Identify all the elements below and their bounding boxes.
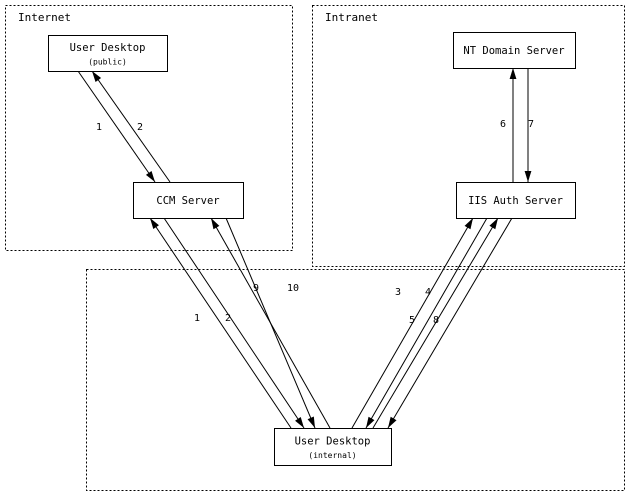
arrow-head-icon-edge-10 — [307, 416, 315, 428]
edge-line-edge-4 — [365, 217, 488, 429]
node-iis-auth-server[interactable]: IIS Auth Server — [456, 182, 576, 219]
edge-edge-1-internal — [149, 217, 292, 429]
zone-internet: Internet — [5, 5, 293, 251]
edge-label-edge-2-internal: 2 — [225, 313, 231, 324]
diagram-nodes: User Desktop (public) CCM Server NT Domain … — [48, 32, 576, 466]
edge-label-edge-9: 9 — [253, 283, 259, 294]
node-ccm-server[interactable]: CCM Server — [133, 182, 244, 219]
zone-intranet: Intranet — [312, 5, 625, 267]
edge-edge-4 — [365, 217, 488, 429]
edge-edge-5 — [372, 217, 499, 429]
zone-border-intranet — [312, 5, 625, 267]
node-box-iis-auth-server[interactable] — [456, 182, 576, 219]
node-nt-domain-server[interactable]: NT Domain Server — [453, 32, 576, 69]
edge-edge-8 — [387, 217, 513, 429]
arrow-head-icon-edge-4 — [366, 416, 375, 428]
edge-line-edge-1-internal — [149, 217, 292, 429]
edge-line-edge-5 — [372, 217, 499, 429]
zone-border-internet — [5, 5, 293, 251]
edge-line-edge-10 — [225, 217, 316, 429]
edge-label-edge-5: 5 — [409, 315, 415, 326]
edge-line-edge-2-public — [91, 70, 171, 183]
arrow-head-icon-edge-2-public — [92, 71, 102, 82]
zone-border-internal-network — [86, 269, 625, 491]
edge-line-edge-2-internal — [163, 217, 305, 429]
node-user-desktop-internal[interactable]: User Desktop (internal) — [274, 428, 392, 466]
arrow-head-icon-edge-7 — [524, 171, 532, 182]
node-box-user-desktop-public[interactable] — [48, 35, 168, 72]
zone-label-internet: Internet — [18, 11, 71, 24]
edge-edge-6 — [509, 68, 517, 182]
edge-edge-2-internal — [163, 217, 305, 429]
node-label-ccm-server: CCM Server — [156, 195, 219, 207]
node-box-user-desktop-internal[interactable] — [274, 428, 392, 466]
edge-line-edge-3 — [351, 217, 474, 429]
arrow-head-icon-edge-6 — [509, 68, 517, 79]
edge-label-edge-4: 4 — [425, 287, 431, 298]
edge-label-edge-1-internal: 1 — [194, 313, 200, 324]
edge-edge-10 — [225, 217, 316, 429]
edge-line-edge-8 — [387, 217, 513, 429]
edge-edge-1-public — [77, 70, 156, 183]
node-sublabel-user-desktop-internal: (internal) — [308, 451, 356, 460]
node-label-user-desktop-public: User Desktop — [70, 42, 146, 54]
node-box-ccm-server[interactable] — [133, 182, 244, 219]
edge-label-edge-7: 7 — [528, 119, 534, 130]
edge-label-edge-1-public: 1 — [96, 122, 102, 133]
node-user-desktop-public[interactable]: User Desktop (public) — [48, 35, 168, 72]
node-label-user-desktop-internal: User Desktop — [295, 436, 371, 448]
edge-edge-7 — [524, 68, 532, 182]
edge-label-edge-3: 3 — [395, 287, 401, 298]
edge-edge-2-public — [91, 70, 171, 183]
node-sublabel-user-desktop-public: (public) — [88, 58, 127, 67]
edge-label-edge-2-public: 2 — [137, 122, 143, 133]
node-label-iis-auth-server: IIS Auth Server — [468, 195, 563, 207]
arrow-head-icon-edge-3 — [464, 218, 473, 230]
arrow-head-icon-edge-1-public — [145, 171, 155, 182]
arrow-head-icon-edge-9 — [211, 218, 220, 230]
arrow-head-icon-edge-8 — [388, 416, 397, 428]
zone-label-intranet: Intranet — [325, 11, 378, 24]
edge-label-edge-6: 6 — [500, 119, 506, 130]
connection-labels: 1 2 6 7 1 2 9 10 3 4 5 8 — [96, 119, 534, 326]
arrow-head-icon-edge-5 — [489, 218, 498, 230]
node-box-nt-domain-server[interactable] — [453, 32, 576, 69]
edge-label-edge-8: 8 — [433, 315, 439, 326]
edge-label-edge-10: 10 — [287, 283, 299, 294]
edge-line-edge-1-public — [77, 70, 156, 183]
edge-edge-3 — [351, 217, 474, 429]
connection-lines — [77, 68, 532, 429]
arrow-head-icon-edge-1-internal — [150, 218, 159, 230]
node-label-nt-domain-server: NT Domain Server — [463, 45, 564, 57]
arrow-head-icon-edge-2-internal — [295, 416, 304, 428]
zone-internal-network — [86, 269, 625, 491]
zone-boundaries: Internet Intranet — [5, 5, 625, 491]
